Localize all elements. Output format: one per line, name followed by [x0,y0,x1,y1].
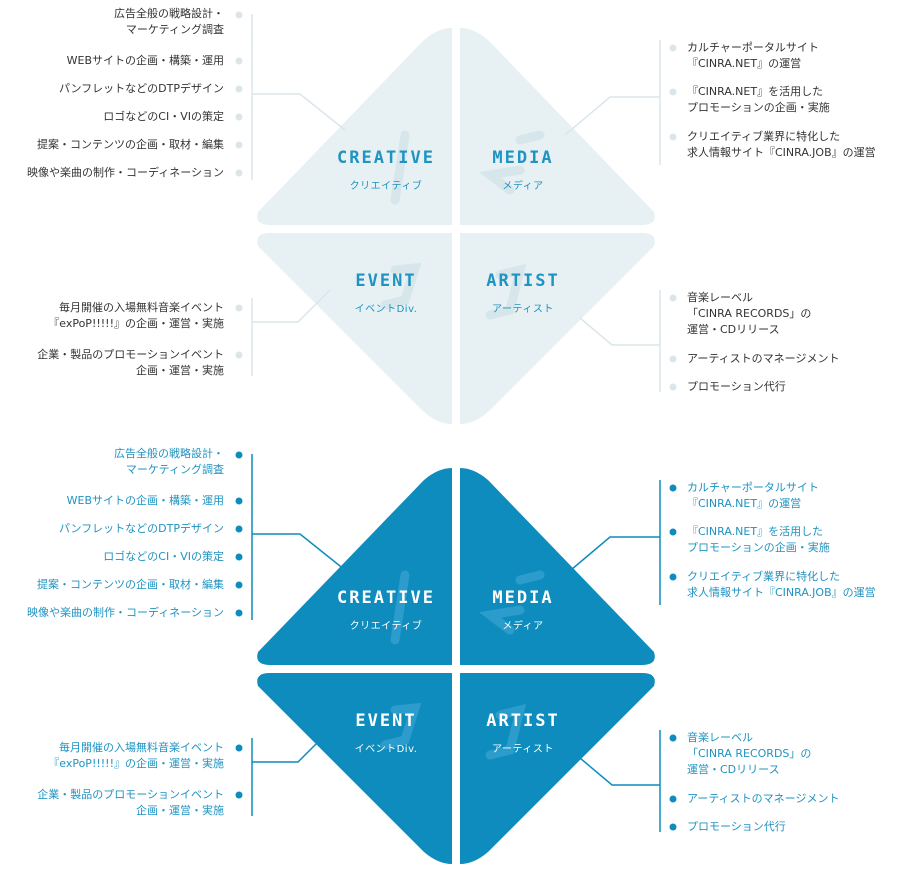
event-item: 企業・製品のプロモーションイベント企画・運営・実施 [37,348,224,377]
creative-item: パンフレットなどのDTPデザイン [58,82,224,95]
quadrant-artist-shape[interactable] [460,233,655,424]
quadrant-creative-subtitle: クリエイティブ [349,181,423,192]
quadrant-media-subtitle: メディア [502,181,544,192]
artist-item: プロモーション代行 [687,380,786,393]
diagram-panel-active: CREATIVE クリエイティブ MEDIA メディア EVENT イベントDi… [0,440,900,880]
media-item: クリエイティブ業界に特化した求人情報サイト『CINRA.JOB』の運営 [687,130,876,159]
creative-item: ロゴなどのCI・VIの策定 [103,110,224,123]
connector-lines [251,454,661,832]
quadrant-creative-subtitle: クリエイティブ [349,621,423,632]
quadrant-media-title: MEDIA [492,588,554,608]
artist-item: アーティストのマネージメント [687,352,840,365]
media-item: カルチャーポータルサイト『CINRA.NET』の運営 [687,481,819,510]
media-item: 『CINRA.NET』を活用したプロモーションの企画・実施 [687,525,830,554]
event-item: 毎月開催の入場無料音楽イベント『exPoP!!!!!』の企画・運営・実施 [48,301,224,330]
quadrant-artist-title: ARTIST [486,711,560,731]
bullet-dots [235,451,677,831]
quadrant-artist-title: ARTIST [486,271,560,291]
diagram-shape [235,11,677,424]
quadrant-media-shape[interactable] [460,468,655,665]
diagram-shape [235,451,677,864]
quadrant-event-subtitle: イベントDiv. [354,304,418,315]
creative-item: WEBサイトの企画・構築・運用 [66,494,224,507]
quadrant-event-shape[interactable] [257,233,452,424]
creative-item: 提案・コンテンツの企画・取材・編集 [37,138,224,151]
creative-item: 映像や楽曲の制作・コーディネーション [26,166,224,179]
quadrant-artist-shape[interactable] [460,673,655,864]
quadrant-creative-title: CREATIVE [337,148,435,168]
artist-item: 音楽レーベル「CINRA RECORDS」の運営・CDリリース [687,731,812,776]
diagram-panel-inactive: CREATIVE クリエイティブ MEDIA メディア EVENT イベントDi… [26,7,876,424]
quadrant-artist-subtitle: アーティスト [492,744,554,755]
creative-item: パンフレットなどのDTPデザイン [58,522,224,535]
quadrant-event-shape[interactable] [257,673,452,864]
artist-item: プロモーション代行 [687,820,786,833]
quadrant-creative-title: CREATIVE [337,588,435,608]
bullet-dots [235,11,677,391]
creative-item: ロゴなどのCI・VIの策定 [103,550,224,563]
connector-lines [251,14,661,392]
creative-item: 広告全般の戦略設計・マーケティング調査 [114,447,224,476]
quadrant-creative-shape[interactable] [257,468,452,665]
decorative-arrow-icons [380,570,545,760]
quadrant-media-title: MEDIA [492,148,554,168]
media-item: カルチャーポータルサイト『CINRA.NET』の運営 [687,41,819,70]
quadrant-event-title: EVENT [355,711,417,731]
media-item: 『CINRA.NET』を活用したプロモーションの企画・実施 [687,85,830,114]
quadrant-event-title: EVENT [355,271,417,291]
creative-item: 広告全般の戦略設計・マーケティング調査 [114,7,224,36]
artist-item: 音楽レーベル「CINRA RECORDS」の運営・CDリリース [687,291,812,336]
decorative-arrow-icons [380,130,545,320]
event-item: 毎月開催の入場無料音楽イベント『exPoP!!!!!』の企画・運営・実施 [48,741,224,770]
creative-item: 提案・コンテンツの企画・取材・編集 [37,578,224,591]
quadrant-media-shape[interactable] [460,28,655,225]
quadrant-media-subtitle: メディア [502,621,544,632]
quadrant-creative-shape[interactable] [257,28,452,225]
artist-item: アーティストのマネージメント [687,792,840,805]
media-item: クリエイティブ業界に特化した求人情報サイト『CINRA.JOB』の運営 [687,570,876,599]
creative-item: WEBサイトの企画・構築・運用 [66,54,224,67]
creative-item: 映像や楽曲の制作・コーディネーション [26,606,224,619]
event-item: 企業・製品のプロモーションイベント企画・運営・実施 [37,788,224,817]
quadrant-event-subtitle: イベントDiv. [354,744,418,755]
quadrant-artist-subtitle: アーティスト [492,304,554,315]
